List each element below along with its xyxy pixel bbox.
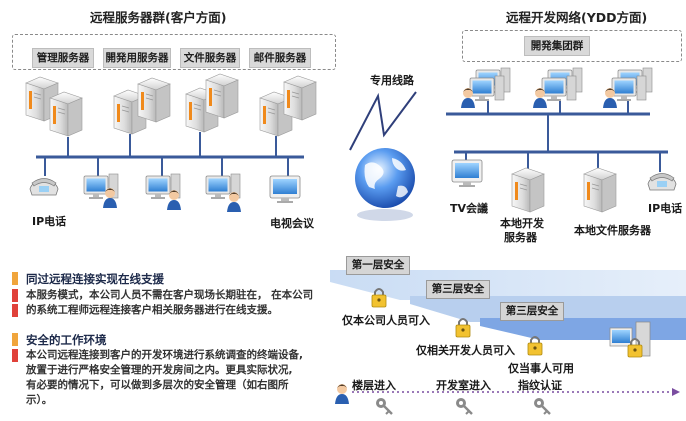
security-lock-icon-3 (527, 336, 543, 356)
support-text-line-2: 的系统工程师远程连接客户相关服务器进行在线支援。 (26, 304, 278, 316)
dev-pc-icon-1 (461, 67, 511, 108)
walking-person-icon (335, 384, 349, 404)
server-icon-3 (185, 73, 239, 133)
pc-user-icon-2 (145, 173, 181, 210)
security-note-2: 仅相关开发人员可入 (416, 344, 515, 357)
dedicated-line (349, 91, 417, 151)
security-text-line-4: 示）。 (26, 394, 53, 406)
server-icon-2 (113, 77, 171, 135)
secure-terminal-icon (609, 321, 651, 358)
access-step-3: 指纹认证 (518, 379, 562, 392)
tv-monitor-icon-left (269, 175, 301, 204)
server-icon-4 (259, 75, 317, 137)
security-band-3 (480, 318, 686, 340)
ip-phone-label-right: IP电话 (648, 202, 683, 215)
server-tag-dev: 開発用服务器 (103, 48, 171, 68)
access-step-1: 楼层进入 (352, 379, 396, 392)
server-tag-management: 管理服务器 (32, 48, 94, 68)
local-file-server-icon (583, 167, 617, 213)
local-dev-server-label-2: 服务器 (504, 231, 537, 244)
security-band-1 (330, 270, 686, 300)
access-key-icon-1 (374, 396, 394, 416)
layer-tag-2: 第三层安全 (426, 280, 490, 299)
heading-marker-red-2 (12, 304, 18, 317)
heading-marker-orange-1 (12, 272, 18, 285)
support-text-line-1: 本服务模式，本公司人员不需在客户现场长期驻在， 在本公司 (26, 289, 314, 301)
support-heading: 同过远程连接实现在线支援 (26, 272, 164, 286)
layer-tag-1: 第一层安全 (346, 256, 410, 275)
security-note-3: 仅当事人可用 (508, 362, 574, 375)
access-step-2: 开发室进入 (436, 379, 491, 392)
local-dev-server-icon (511, 167, 545, 213)
heading-marker-red-3 (12, 349, 18, 362)
local-dev-server-label-1: 本地开发 (500, 217, 544, 230)
access-key-icon-3 (532, 396, 552, 416)
tv-monitor-icon-right (451, 159, 483, 188)
access-key-icon-2 (454, 396, 474, 416)
tv-conf-label-left: 电视会议 (270, 217, 314, 230)
ip-phone-icon-left (29, 178, 59, 196)
heading-marker-orange-2 (12, 333, 18, 346)
security-lock-icon-2 (455, 318, 471, 338)
security-note-1: 仅本公司人员可入 (342, 314, 430, 327)
security-text-line-3: 有必要的情况下，可以做到多层次的安全管理（如右图所 (26, 379, 289, 391)
dev-pc-icon-2 (533, 67, 583, 108)
tv-conf-label-right: TV会議 (450, 202, 489, 215)
internet-globe-icon (355, 148, 415, 221)
dev-group-box (462, 30, 682, 62)
local-file-server-label: 本地文件服务器 (574, 224, 651, 237)
security-heading: 安全的工作环境 (26, 333, 107, 347)
security-text-line-1: 本公司远程连接到客户的开发环境进行系统调查的终端设备, (26, 349, 303, 361)
ip-phone-label-left: IP电话 (32, 215, 67, 228)
server-icon-1 (25, 76, 83, 137)
server-tag-file: 文件服务器 (180, 48, 240, 68)
dev-group-tag: 開発集团群 (524, 36, 590, 56)
security-text-line-2: 放置于进行严格安全管理的开发房间之内。更具实际状况, (26, 364, 293, 376)
ip-phone-icon-right (647, 173, 677, 191)
left-title: 远程服务器群(客户方面) (90, 10, 227, 25)
dedicated-line-label: 专用线路 (370, 74, 414, 87)
layer-tag-3: 第三层安全 (500, 302, 564, 321)
pc-user-icon-1 (83, 173, 119, 208)
pc-user-icon-3 (205, 173, 241, 212)
right-title: 远程开发网络(YDD方面) (506, 10, 648, 25)
server-group-box (12, 34, 336, 70)
heading-marker-red-1 (12, 289, 18, 302)
server-tag-mail: 邮件服务器 (249, 48, 311, 68)
